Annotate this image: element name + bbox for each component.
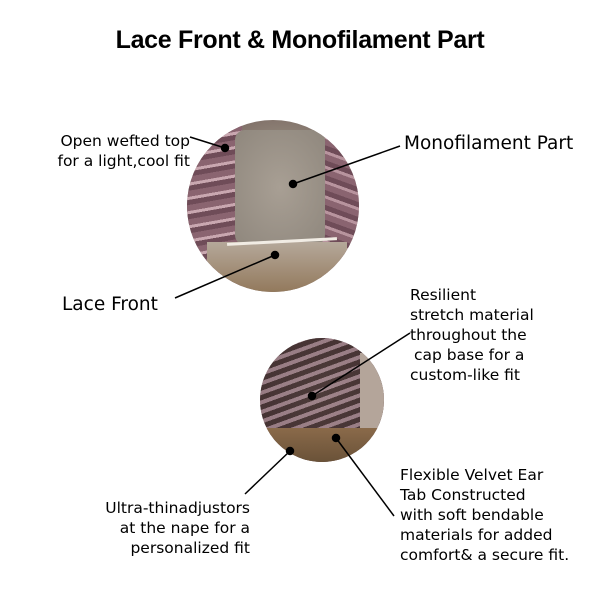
callout-dot [288, 179, 298, 189]
label-resilient: Resilient stretch material throughout th… [410, 286, 534, 384]
callout-dot [285, 446, 295, 456]
diagram-title: Lace Front & Monofilament Part [115, 26, 485, 54]
label-monofilament: Monofilament Part [404, 133, 574, 154]
top-cap-photo [187, 120, 359, 292]
callout-dot [307, 391, 317, 401]
bottom-cap-photo [260, 338, 384, 462]
callout-dot [220, 143, 230, 153]
callout-dot [331, 433, 341, 443]
callout-dot [270, 250, 280, 260]
label-lace-front: Lace Front [62, 294, 158, 315]
